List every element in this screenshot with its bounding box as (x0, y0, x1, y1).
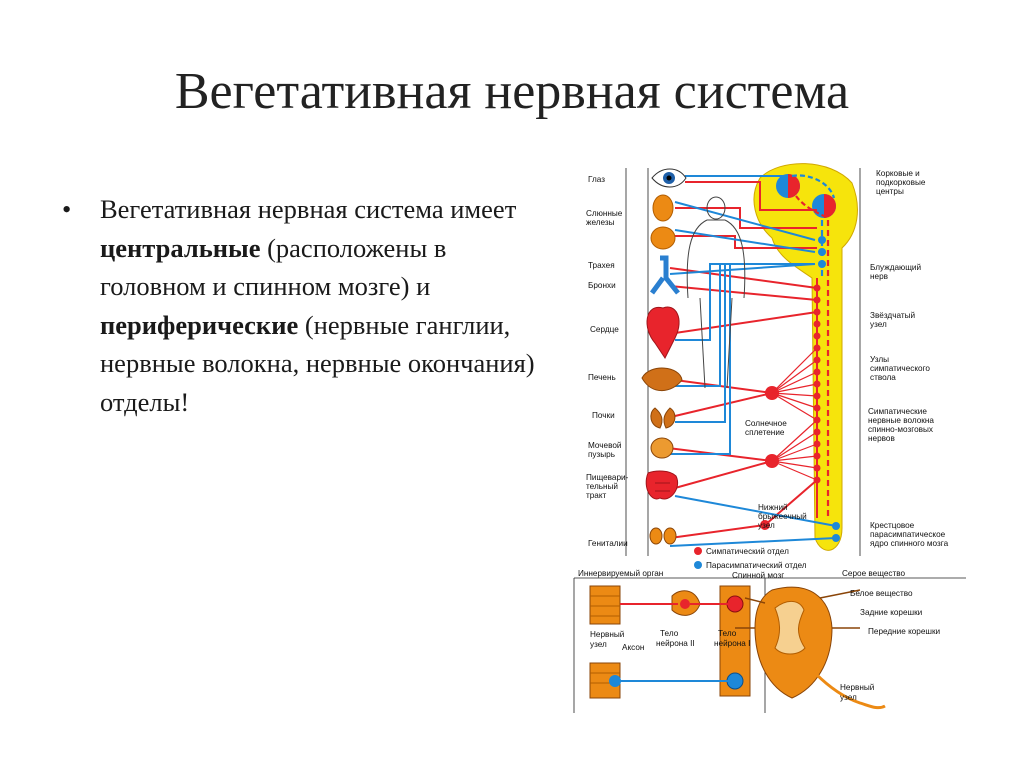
label-innervated-organ: Иннервируемый орган (578, 569, 663, 578)
label-grey-matter: Серое вещество (842, 569, 906, 578)
label-liver: Печень (588, 373, 616, 382)
legend-sympathetic: Симпатический отдел (706, 547, 789, 556)
organ-kidney-icon (650, 407, 676, 429)
label-bladder-2: пузырь (588, 450, 615, 459)
reflex-arc-panel: Иннервируемый орган Спинной мозг Нервный… (578, 569, 784, 699)
organ-bladder-icon (650, 437, 674, 459)
spinal-cord-cross-section: Серое вещество Белое вещество Задние кор… (735, 569, 940, 710)
organ-salivary-icon (650, 226, 676, 250)
organ-liver-icon (641, 367, 683, 392)
organ-heart-icon (646, 306, 680, 359)
label-digestive-1: Пищевари- (586, 473, 629, 482)
legend-parasympathetic: Парасимпатический отдел (706, 561, 807, 570)
label-anterior-roots: Передние корешки (868, 627, 940, 636)
label-white-matter: Белое вещество (850, 589, 913, 598)
label-ganglion: Нервный (590, 630, 624, 639)
organ-trachea-icon (649, 255, 680, 295)
bullet-text: Вегетативная нервная система имеет центр… (100, 190, 540, 421)
label-solar-plexus-1: Солнечное (745, 419, 787, 428)
label-stellate-2: узел (870, 320, 887, 329)
brain-and-spinal-cord (753, 163, 858, 551)
label-mesenteric-1: Нижний (758, 503, 788, 512)
bold-term-peripheral: периферические (100, 309, 299, 340)
label-digestive-2: тельный (586, 482, 618, 491)
body-silhouette (686, 196, 746, 389)
label-sympathetic-fibers-4: нервов (868, 434, 895, 443)
label-mesenteric-3: узел (758, 521, 775, 530)
label-trachea: Трахея (588, 261, 615, 270)
label-neuron-1b: нейрона I (714, 639, 750, 648)
sympathetic-legend-icon (694, 547, 702, 555)
bullet-marker: • (62, 194, 72, 224)
label-neuron-2b: нейрона II (656, 639, 695, 648)
label-ganglion-right-2: узел (840, 693, 857, 702)
label-heart: Сердце (590, 325, 619, 334)
organ-intestine-icon (645, 470, 678, 500)
label-axon: Аксон (622, 643, 644, 652)
label-sympathetic-trunk-3: ствола (870, 373, 896, 382)
label-genitals: Гениталии (588, 539, 628, 548)
ans-diagram-svg: ГлазСлюнныежелезыТрахеяБронхиСердцеПечен… (573, 163, 966, 713)
label-digestive-3: тракт (586, 491, 607, 500)
label-sacral-1: Крестцовое (870, 521, 915, 530)
parasympathetic-legend-icon (694, 561, 702, 569)
bullet-text-part: (расположены в головном и спинном мозге)… (100, 232, 447, 302)
label-sympathetic-fibers-3: спинно-мозговых (868, 425, 933, 434)
label-sympathetic-fibers-2: нервные волокна (868, 416, 934, 425)
label-kidneys: Почки (592, 411, 615, 420)
label-cortex-1: Корковые и (876, 169, 920, 178)
label-stellate-1: Звёздчатый (870, 311, 915, 320)
organ-salivary-icon (652, 194, 674, 222)
label-ganglion-right: Нервный (840, 683, 874, 692)
label-vagus-1: Блуждающий (870, 263, 921, 272)
label-sympathetic-trunk-2: симпатического (870, 364, 930, 373)
bold-term-central: центральные (100, 232, 261, 263)
label-sympathetic-trunk-1: Узлы (870, 355, 889, 364)
label-eye: Глаз (588, 175, 605, 184)
organ-eye-icon (651, 168, 687, 188)
label-vagus-2: нерв (870, 272, 888, 281)
label-sacral-3: ядро спинного мозга (870, 539, 949, 548)
label-sympathetic-fibers-1: Симпатические (868, 407, 927, 416)
label-neuron-1: Тело (718, 629, 737, 638)
label-sacral-2: парасимпатическое (870, 530, 946, 539)
slide-title: Вегетативная нервная система (174, 63, 850, 120)
label-neuron-2: Тело (660, 629, 679, 638)
label-salivary-1: Слюнные (586, 209, 623, 218)
diagram-legend: Симпатический отдел Парасимпатический от… (694, 547, 807, 570)
label-cortex-2: подкорковые (876, 178, 926, 187)
bullet-text-part: Вегетативная нервная система имеет (100, 194, 517, 224)
label-solar-plexus-2: сплетение (745, 428, 785, 437)
label-mesenteric-2: брыжеечный (758, 512, 807, 521)
label-posterior-roots: Задние корешки (860, 608, 922, 617)
label-bronchi: Бронхи (588, 281, 616, 290)
organ-genitals-icon (649, 527, 677, 545)
label-spinal-cord: Спинной мозг (732, 571, 784, 580)
label-salivary-2: железы (586, 218, 615, 227)
label-bladder-1: Мочевой (588, 441, 622, 450)
bullet-text-part: (нервные ганглии, нервные волокна, нервн… (100, 309, 535, 417)
label-ganglion-2: узел (590, 640, 607, 649)
label-cortex-3: центры (876, 187, 904, 196)
